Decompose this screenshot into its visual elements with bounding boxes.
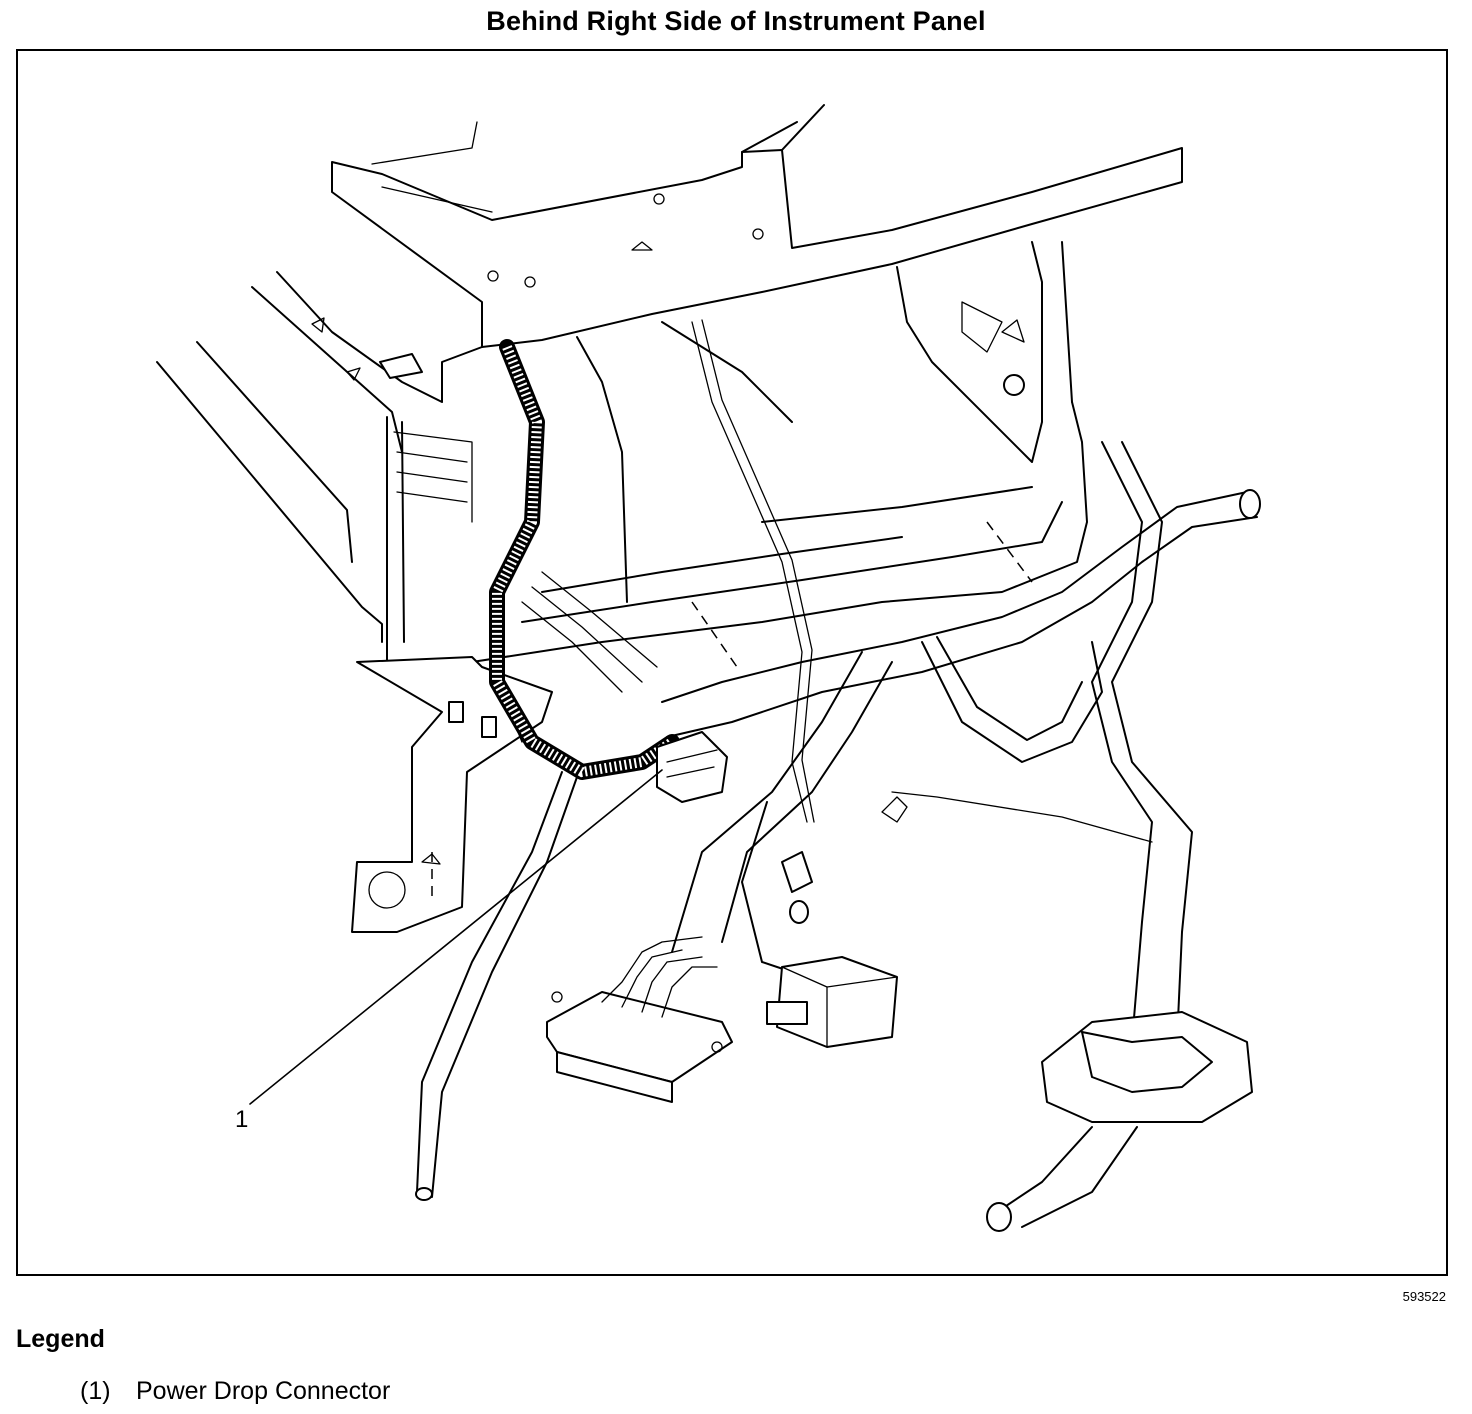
- diagram-title: Behind Right Side of Instrument Panel: [486, 6, 986, 36]
- corrugated-conduit: [489, 339, 680, 780]
- power-drop-connector: [656, 731, 728, 803]
- inline-connector: [781, 851, 813, 924]
- legend-heading: Legend: [16, 1325, 105, 1353]
- wiring-illustration: 1: [156, 104, 1261, 1232]
- callout-1-leader: [249, 769, 663, 1105]
- relay-connector: [766, 956, 898, 1048]
- mounting-guide-right: [986, 521, 1033, 583]
- mounting-bracket: [351, 656, 553, 933]
- mounting-guide-left: [691, 601, 738, 668]
- callout-1-label: 1: [235, 1106, 248, 1133]
- left-hanging-cable: [416, 771, 563, 1193]
- left-hanging-cable-edge: [431, 776, 578, 1198]
- instrument-panel-bracket: [331, 104, 1183, 348]
- right-harness-grommet: [986, 441, 1253, 1232]
- multi-pin-connector: [546, 936, 733, 1103]
- legend-item: (1) Power Drop Connector: [80, 1377, 390, 1406]
- legend-item-label: Power Drop Connector: [136, 1377, 391, 1405]
- legend-item-number: (1): [80, 1377, 111, 1405]
- main-wiring-harness: [521, 319, 1261, 823]
- cable-end-cap: [415, 1187, 433, 1201]
- figure-id: 593522: [1402, 1289, 1446, 1304]
- middle-harness: [671, 636, 1153, 973]
- dash-side-structure: [156, 271, 483, 671]
- diagram-frame: 1: [16, 49, 1448, 1276]
- cross-beam: [471, 241, 1088, 663]
